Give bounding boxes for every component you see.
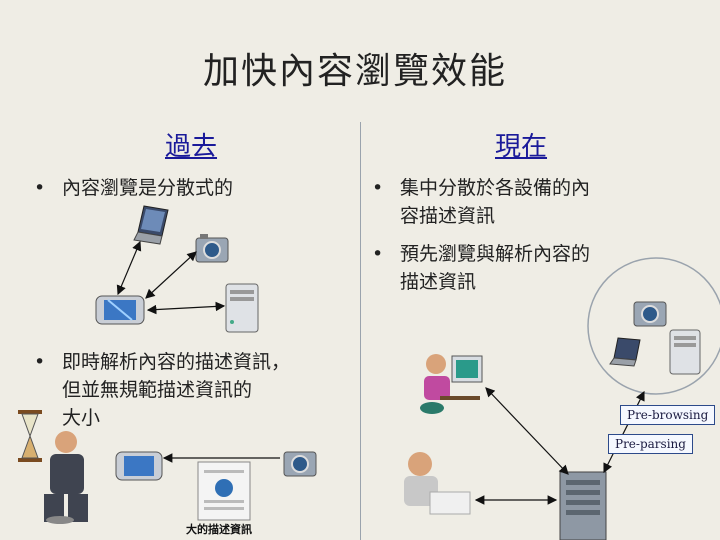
slide-title: 加快內容瀏覽效能 <box>202 51 507 92</box>
link-user-server <box>485 387 569 475</box>
heading-past: 過去 <box>165 132 218 162</box>
handheld-device-icon-2 <box>115 451 163 481</box>
link-server-cluster <box>603 390 645 474</box>
hourglass-icon <box>18 410 42 462</box>
server-icon-2 <box>669 329 701 375</box>
device-cluster-circle <box>587 257 720 395</box>
column-divider <box>360 122 361 540</box>
central-server-icon <box>559 471 607 540</box>
user-at-computer-icon <box>420 354 483 414</box>
bullet-centralized: • 集中分散於各設備的內 容描述資訊 <box>372 177 591 227</box>
metadata-document-icon <box>197 461 251 521</box>
server-icon <box>225 283 259 333</box>
waiting-person-icon <box>44 431 88 524</box>
heading-now: 現在 <box>495 132 548 162</box>
camera-icon <box>195 234 229 263</box>
link-camera-handheld <box>145 251 197 299</box>
pre-browsing-label: Pre-browsing <box>620 405 716 425</box>
camera-icon-3 <box>633 301 667 327</box>
metadata-document-label: 大的描述資訊 <box>186 523 252 536</box>
bullet-preparse: • 預先瀏覽與解析內容的 描述資訊 <box>372 243 591 293</box>
bullet-distributed: • 內容瀏覽是分散式的 <box>34 177 234 199</box>
link-laptop-handheld <box>116 240 142 296</box>
person-writing-icon <box>404 452 471 515</box>
laptop-icon-2 <box>609 337 641 367</box>
bullet-realtime-parsing: • 即時解析內容的描述資訊， 但並無規範描述資訊的 大小 <box>34 351 291 429</box>
handheld-device-icon <box>95 295 145 325</box>
pre-parsing-label: Pre-parsing <box>608 434 693 454</box>
laptop-icon <box>133 205 169 245</box>
camera-icon-2 <box>283 451 317 477</box>
link-server-handheld <box>146 301 226 315</box>
